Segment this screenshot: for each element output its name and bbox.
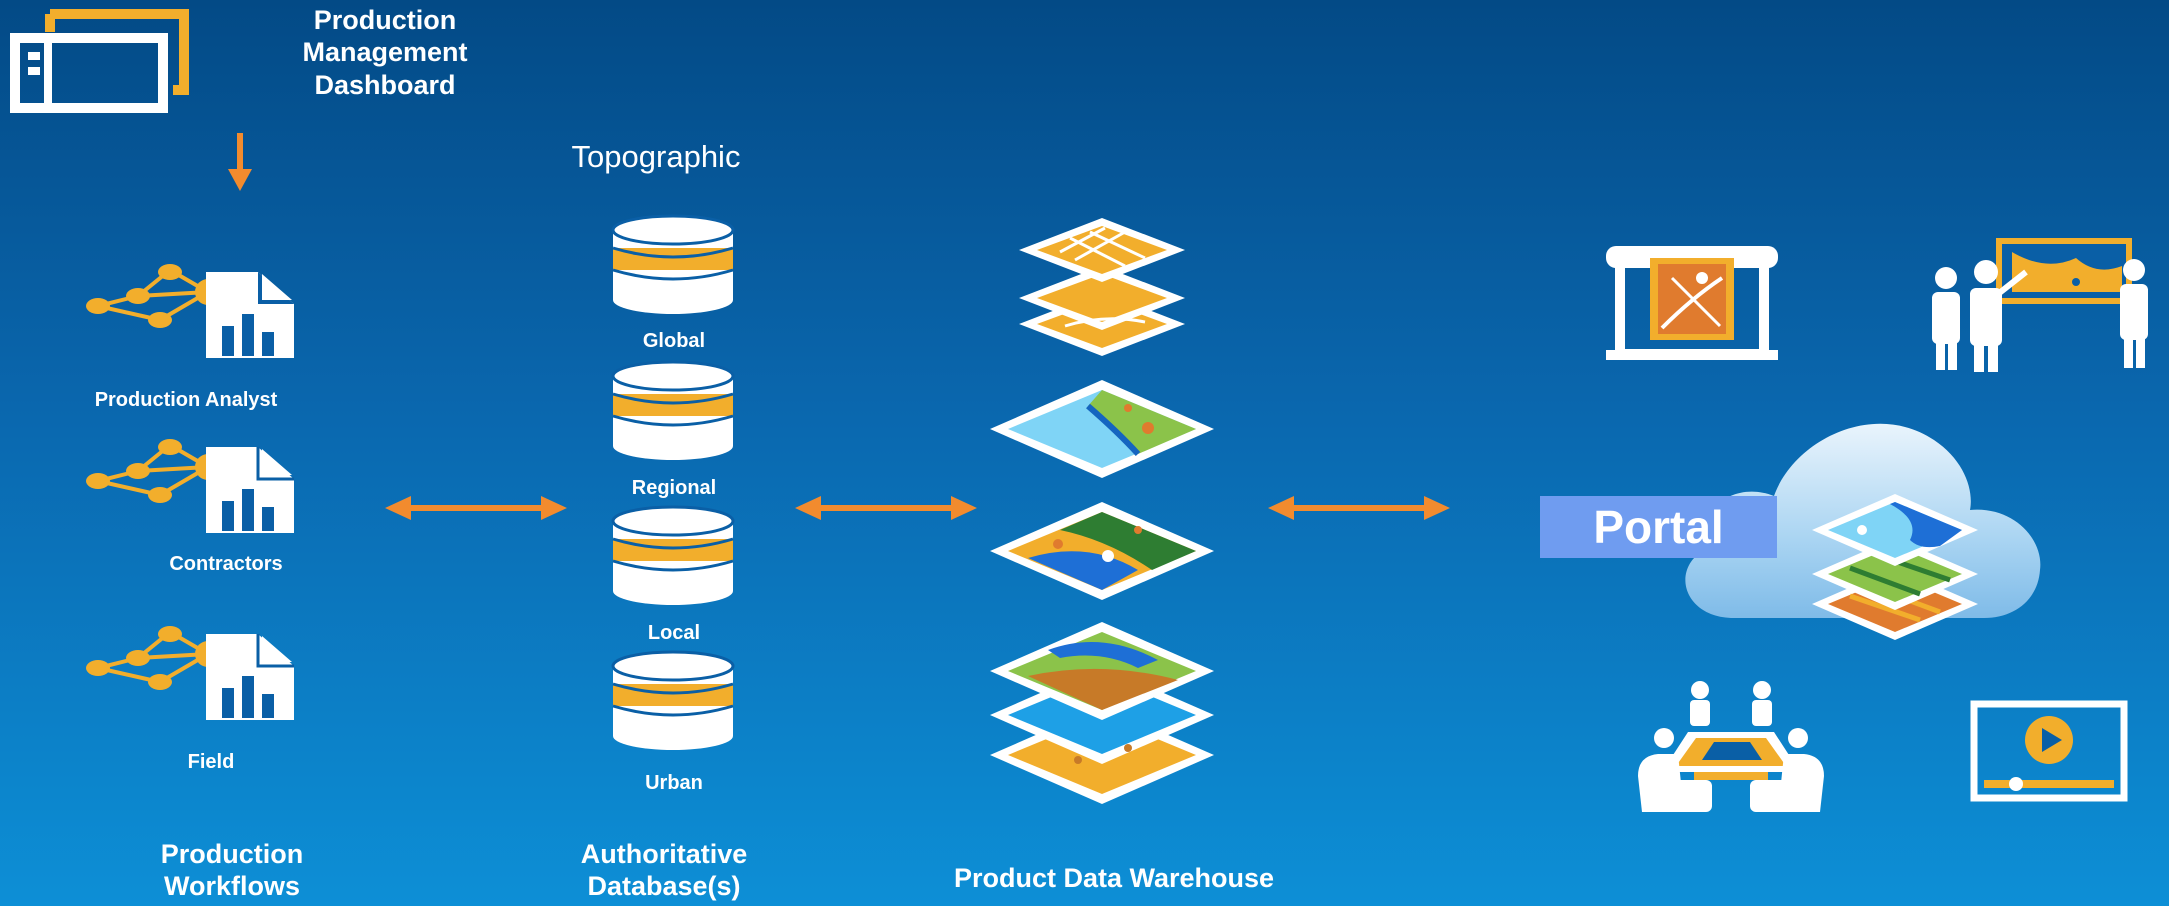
warehouse-label: Product Data Warehouse [953,863,1275,893]
dashboard-title-line1: Production [313,5,457,35]
network-document-icon [86,626,294,720]
database-label-local: Local [647,622,701,644]
databases-footer: Authoritative Database(s) [564,838,764,903]
workflows-footer-line2: Workflows [163,871,300,902]
map-layers-icon [990,380,1214,478]
dashboard-title-line3: Dashboard [314,69,456,100]
bidirectional-arrow-icon [795,496,977,520]
role-label-production-analyst: Production Analyst [94,389,278,411]
database-icon [611,650,735,750]
dashboard-title-line2: Management [302,37,468,68]
database-icon [611,360,735,460]
portal-label: Portal [1540,496,1777,558]
database-icon [611,214,735,314]
workflows-footer: Production Workflows [132,838,332,903]
databases-footer-line2: Database(s) [587,871,741,902]
database-label-regional: Regional [631,477,717,499]
down-arrow [228,133,252,191]
role-label-field: Field [187,751,235,773]
map-layers-icon [990,622,1214,804]
bidirectional-arrow-icon [385,496,567,520]
map-layers-icon [990,502,1214,600]
database-icon [611,505,735,605]
network-document-icon [86,264,294,358]
meeting-icon [1638,681,1824,812]
databases-header: Topographic [571,139,741,174]
map-layers-icon [1812,494,1978,640]
database-label-global: Global [642,330,706,352]
database-label-urban: Urban [645,772,703,794]
databases-footer-line1: Authoritative [580,839,748,869]
presentation-icon [1932,238,2148,372]
plotter-icon [1606,246,1778,360]
dashboard-icon [10,9,189,113]
video-player-icon [1970,700,2128,802]
network-document-icon [86,439,294,533]
role-label-contractors: Contractors [169,553,283,575]
workflows-footer-line1: Production [160,839,304,869]
dashboard-title: Production Management Dashboard [274,4,496,101]
bidirectional-arrow-icon [1268,496,1450,520]
map-layers-icon [1019,218,1185,356]
